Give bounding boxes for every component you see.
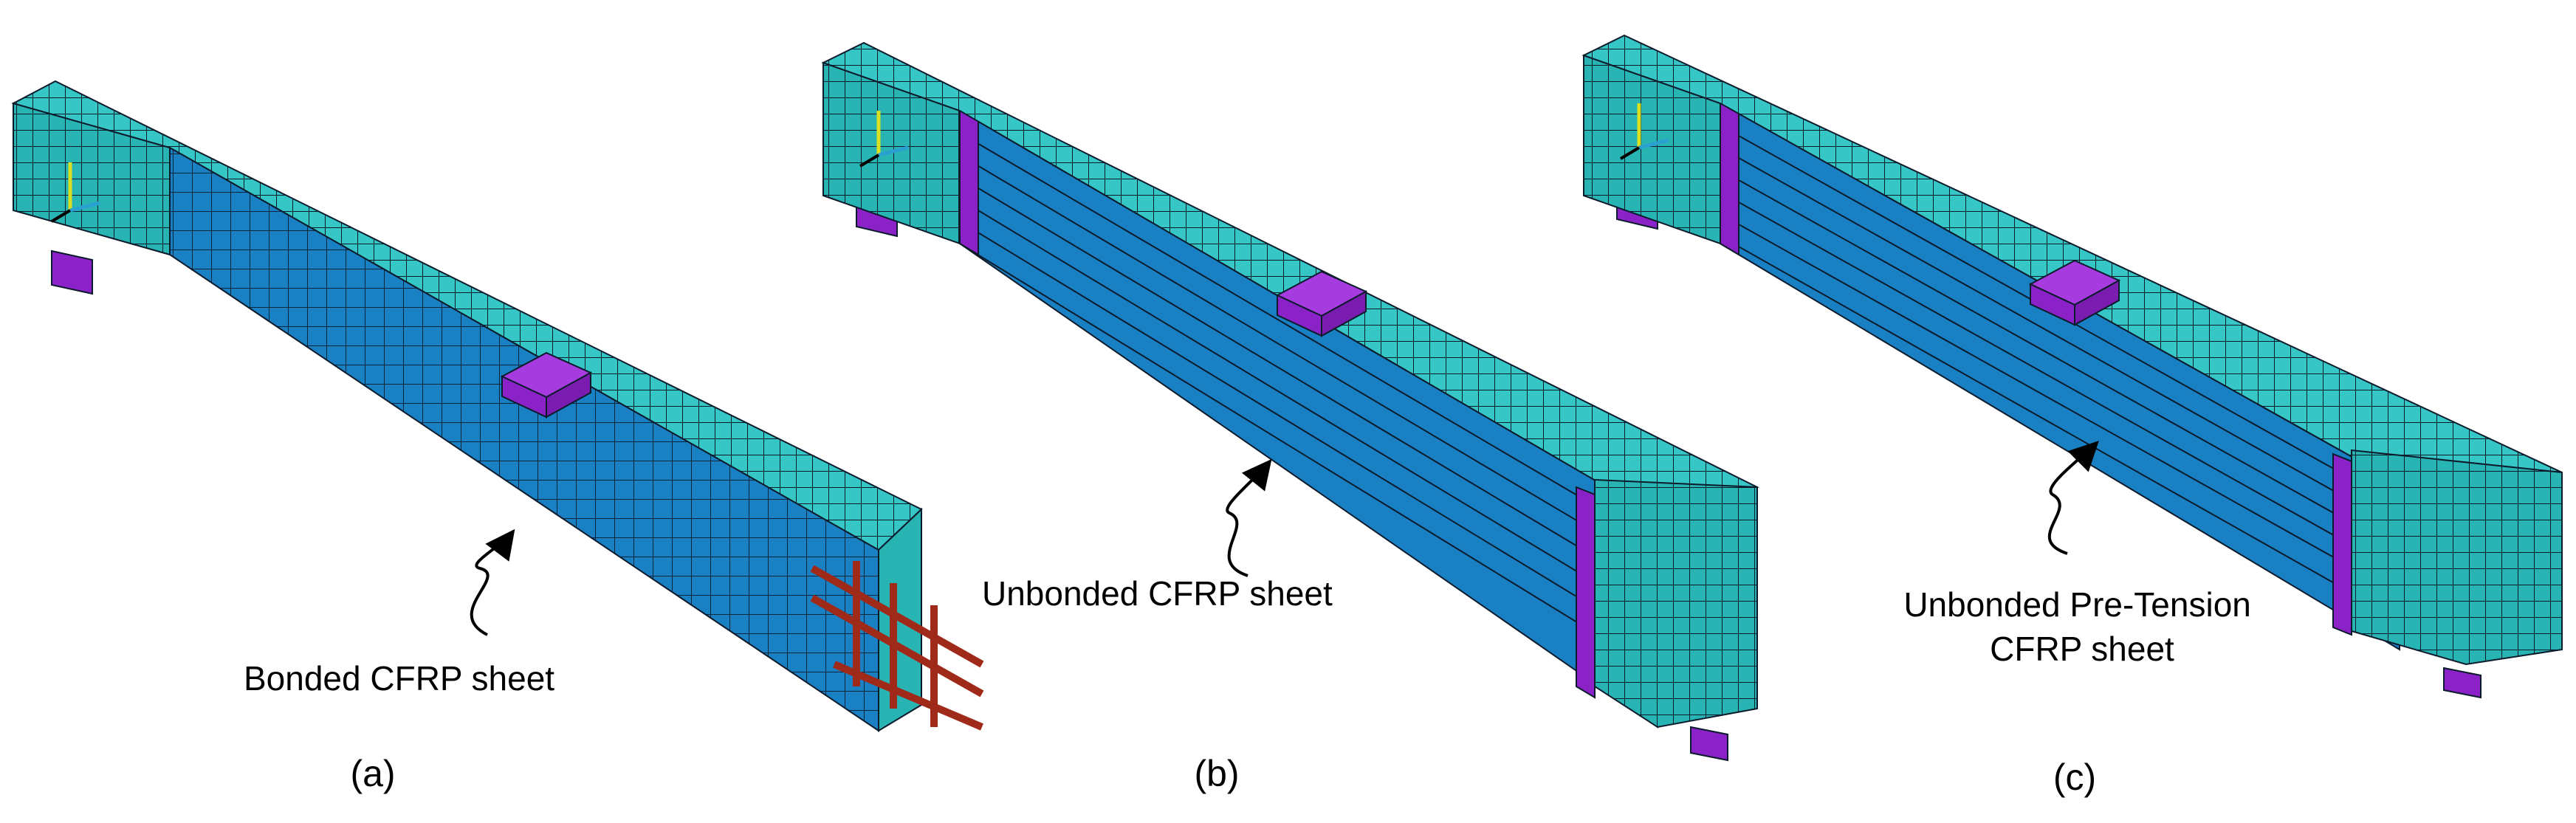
loading-plate [1275, 270, 1368, 337]
panel-a-caption: (a) [350, 753, 395, 794]
support-plate [1690, 726, 1728, 762]
end-strap [2332, 452, 2352, 636]
loading-plate [500, 351, 593, 419]
panel-c-label: Unbonded Pre-Tension CFRP sheet [1903, 585, 2260, 668]
coordinate-triad-icon [50, 162, 100, 223]
panel-b-unbonded-beam: Unbonded CFRP sheet (b) [821, 41, 1759, 794]
panel-a-label: Bonded CFRP sheet [244, 659, 554, 698]
curved-arrow-icon [2047, 441, 2099, 555]
end-strap [1720, 102, 1739, 256]
loading-plate [2028, 259, 2121, 326]
end-strap [1576, 486, 1596, 699]
rebar-cage [810, 561, 984, 731]
coordinate-triad-icon [859, 111, 909, 168]
curved-arrow-icon [470, 528, 515, 636]
panel-c-pretension-beam: Unbonded Pre-Tension CFRP sheet (c) [1581, 34, 2563, 798]
panel-c-label-line-2: CFRP sheet [1990, 630, 2174, 668]
panel-b-label: Unbonded CFRP sheet [982, 574, 1333, 613]
panel-a-label-line: Bonded CFRP sheet [244, 659, 554, 698]
panel-a-bonded-beam: Bonded CFRP sheet (a) [11, 80, 984, 794]
end-strap [959, 109, 979, 256]
curved-arrow-icon [1226, 458, 1272, 577]
panel-c-label-line-1: Unbonded Pre-Tension [1903, 585, 2251, 624]
coordinate-triad-icon [1619, 103, 1669, 160]
support-plate [51, 249, 93, 295]
panel-c-caption: (c) [2053, 757, 2096, 798]
panel-b-label-line: Unbonded CFRP sheet [982, 574, 1333, 613]
support-plate [2443, 667, 2481, 699]
panel-b-caption: (b) [1194, 753, 1239, 794]
